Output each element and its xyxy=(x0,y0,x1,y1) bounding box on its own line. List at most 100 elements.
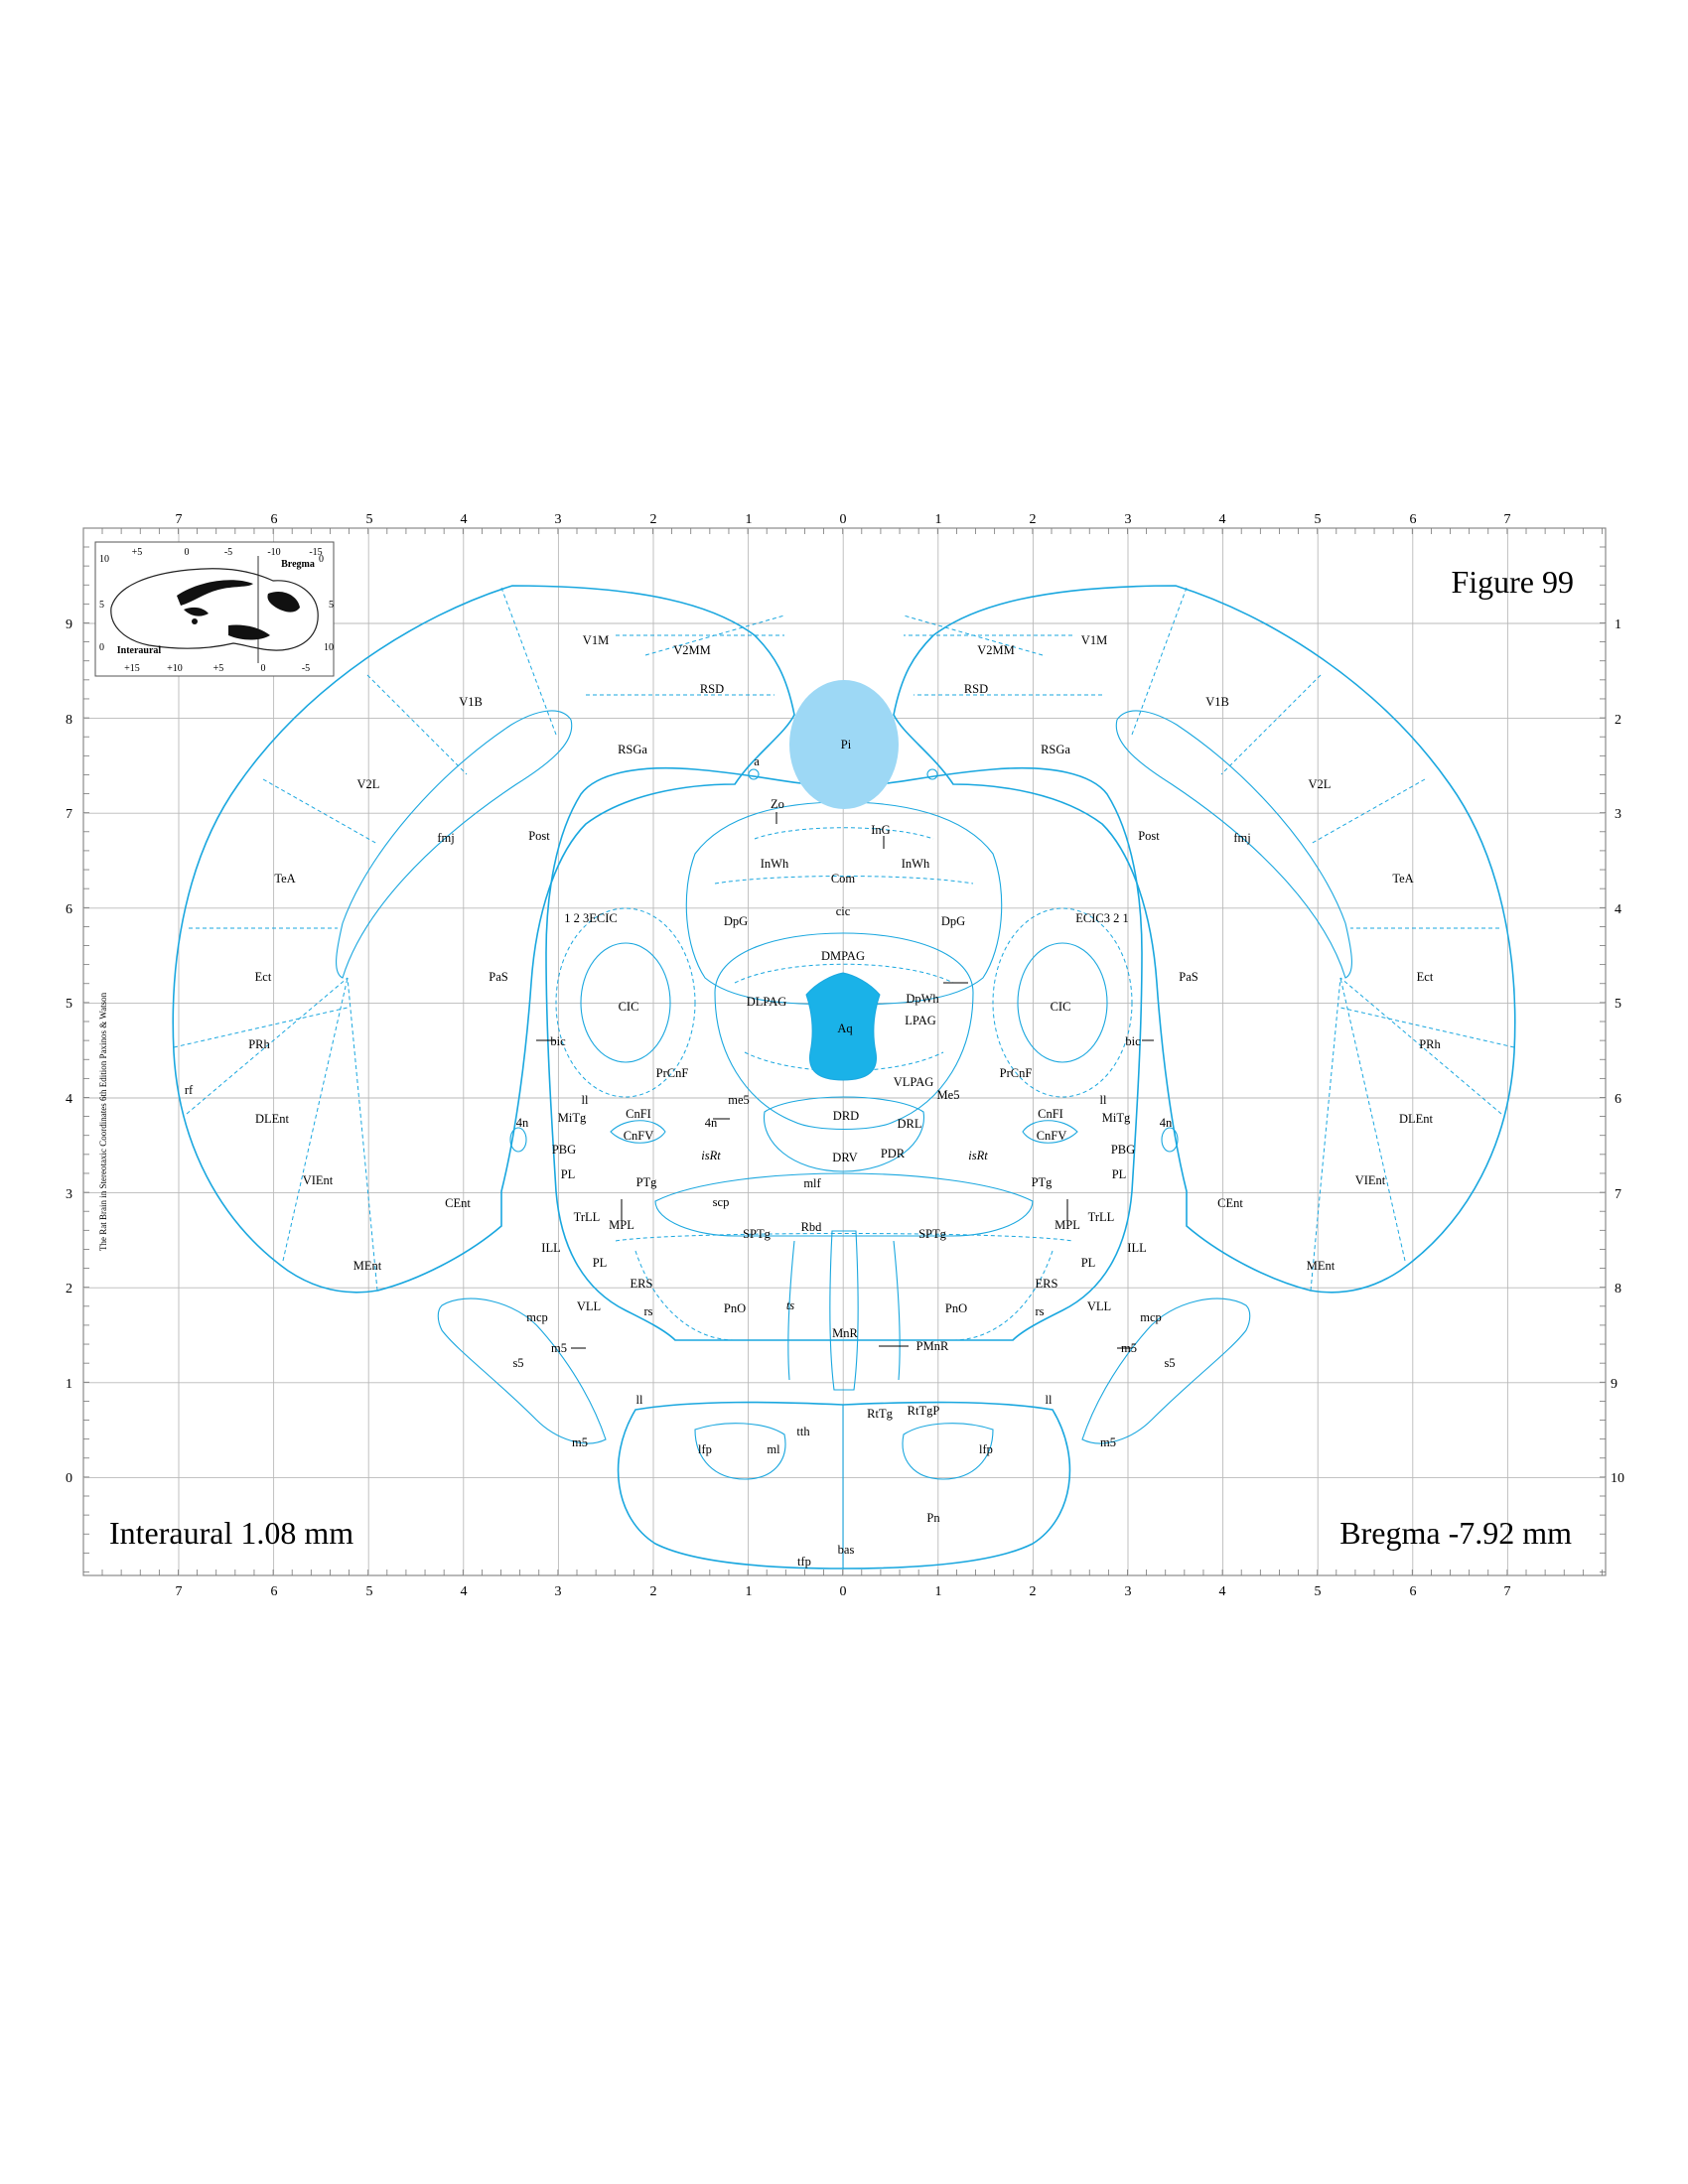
label-V1M-right: V1M xyxy=(1081,633,1107,647)
label-RSD-right: RSD xyxy=(964,682,988,696)
label-Pn: Pn xyxy=(926,1511,940,1525)
label-s5-left: s5 xyxy=(512,1356,523,1370)
inset-bottom-tick: 0 xyxy=(261,663,266,674)
label-ERS-right: ERS xyxy=(1036,1277,1058,1291)
top-tick: 5 xyxy=(366,512,373,527)
bottom-tick: 6 xyxy=(1410,1584,1417,1599)
label-m5b-left: m5 xyxy=(572,1435,588,1449)
label-fmj-right: fmj xyxy=(1233,831,1250,845)
bottom-tick: 0 xyxy=(840,1584,847,1599)
label-InWh-left: InWh xyxy=(761,857,789,871)
label-RSGa-left: RSGa xyxy=(618,743,647,756)
label-ll2-right: ll xyxy=(1046,1393,1053,1407)
label-TrLL-left: TrLL xyxy=(574,1210,601,1224)
label-ERS-left: ERS xyxy=(631,1277,653,1291)
label-InG: InG xyxy=(871,823,890,837)
inset-top-tick: -10 xyxy=(267,547,280,558)
label-InWh-right: InWh xyxy=(902,857,930,871)
right-axis: 1 2 3 4 5 6 7 8 9 10 xyxy=(1611,617,1624,1486)
label-DpG-right: DpG xyxy=(941,914,965,928)
label-V2L-right: V2L xyxy=(1309,777,1332,791)
label-cic: cic xyxy=(836,904,851,918)
bottom-tick: 5 xyxy=(366,1584,373,1599)
label-RtTg: RtTg xyxy=(867,1407,893,1421)
top-tick: 4 xyxy=(1219,512,1226,527)
label-DpG-left: DpG xyxy=(724,914,748,928)
bottom-tick: 7 xyxy=(1504,1584,1511,1599)
label-MiTg-right: MiTg xyxy=(1102,1111,1131,1125)
label-Aq: Aq xyxy=(837,1022,853,1035)
label-ts: ts xyxy=(786,1298,794,1312)
inset-bottom-tick: -5 xyxy=(302,663,310,674)
label-PRh-right: PRh xyxy=(1419,1037,1441,1051)
label-isRt-left: isRt xyxy=(701,1149,721,1162)
label-CEnt-left: CEnt xyxy=(445,1196,471,1210)
leader-lines xyxy=(536,812,1154,1349)
label-Pi: Pi xyxy=(841,738,852,751)
top-tick: 4 xyxy=(461,512,468,527)
label-DRD: DRD xyxy=(833,1109,859,1123)
label-ILL-right: ILL xyxy=(1127,1241,1146,1255)
label-Post-right: Post xyxy=(1138,829,1160,843)
left-tick: 8 xyxy=(66,713,72,728)
top-tick: 2 xyxy=(1030,512,1037,527)
label-Ect-right: Ect xyxy=(1417,970,1434,984)
top-tick: 3 xyxy=(1125,512,1132,527)
label-V1M-left: V1M xyxy=(583,633,609,647)
label-bic-left: bic xyxy=(550,1034,566,1048)
label-DRV: DRV xyxy=(832,1151,857,1164)
label-DpWh: DpWh xyxy=(906,992,939,1006)
label-V2MM-right: V2MM xyxy=(977,643,1015,657)
top-tick: 0 xyxy=(840,512,847,527)
inset-right-tick: 10 xyxy=(324,642,334,653)
label-Post-left: Post xyxy=(528,829,550,843)
label-tfp: tfp xyxy=(797,1555,811,1569)
top-tick: 2 xyxy=(650,512,657,527)
label-VIEnt-right: VIEnt xyxy=(1355,1173,1386,1187)
label-PL2-right: PL xyxy=(1081,1256,1096,1270)
aqueduct-fill xyxy=(805,972,881,1081)
top-tick: 7 xyxy=(176,512,183,527)
label-4n-right: 4n xyxy=(1160,1116,1173,1130)
label-ILL-left: ILL xyxy=(541,1241,560,1255)
label-DMPAG: DMPAG xyxy=(821,949,865,963)
bottom-tick: 2 xyxy=(650,1584,657,1599)
figure-title: Figure 99 xyxy=(1451,564,1574,600)
label-me5: me5 xyxy=(728,1093,750,1107)
top-tick: 7 xyxy=(1504,512,1511,527)
right-tick: 6 xyxy=(1615,1092,1621,1107)
label-DLEnt-right: DLEnt xyxy=(1399,1112,1434,1126)
label-4n-left: 4n xyxy=(516,1116,529,1130)
right-tick: 4 xyxy=(1615,902,1621,917)
top-tick: 1 xyxy=(746,512,753,527)
right-tick: 10 xyxy=(1611,1471,1624,1486)
label-Com: Com xyxy=(831,872,856,886)
label-scp: scp xyxy=(713,1195,730,1209)
label-rs-right: rs xyxy=(1035,1304,1044,1318)
label-CnFI-left: CnFI xyxy=(626,1107,651,1121)
label-ll2-left: ll xyxy=(636,1393,643,1407)
label-V1B-right: V1B xyxy=(1205,695,1229,709)
label-MPL-left: MPL xyxy=(609,1218,634,1232)
label-V1B-left: V1B xyxy=(459,695,483,709)
label-ECIC-right: ECIC3 2 1 xyxy=(1075,911,1128,925)
label-CnFV-right: CnFV xyxy=(1037,1129,1067,1143)
inset-top-tick: -15 xyxy=(309,547,322,558)
label-PL-right: PL xyxy=(1112,1167,1127,1181)
right-tick: 3 xyxy=(1615,807,1621,822)
bottom-axis: 7 6 5 4 3 2 1 0 1 2 3 4 5 6 7 xyxy=(176,1584,1511,1599)
inset-left-tick: 10 xyxy=(99,554,109,565)
label-MEnt-right: MEnt xyxy=(1307,1259,1336,1273)
bottom-tick: 4 xyxy=(461,1584,468,1599)
inset-bregma-label: Bregma xyxy=(281,559,315,570)
label-ll-left: ll xyxy=(582,1093,589,1107)
label-fmj-left: fmj xyxy=(437,831,454,845)
right-tick: 7 xyxy=(1615,1187,1621,1202)
inset-bottom-tick: +10 xyxy=(167,663,183,674)
label-RtTgP: RtTgP xyxy=(908,1404,940,1418)
right-tick: 9 xyxy=(1611,1377,1618,1392)
label-SPTg-left: SPTg xyxy=(743,1227,772,1241)
label-MiTg-left: MiTg xyxy=(558,1111,587,1125)
label-ECIC-left: 1 2 3ECIC xyxy=(564,911,617,925)
label-tth: tth xyxy=(796,1425,810,1438)
